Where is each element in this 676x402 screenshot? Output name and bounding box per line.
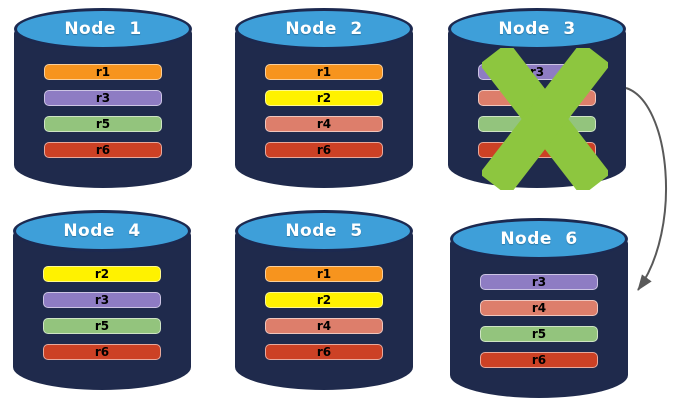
- replica-label: r4: [316, 319, 332, 333]
- replica-bar: r2: [265, 292, 383, 308]
- node-title: Node 6: [500, 229, 578, 249]
- replica-bar: r6: [43, 344, 161, 360]
- replica-label: r1: [316, 65, 332, 79]
- node-title: Node 3: [498, 19, 576, 39]
- replica-bar: r2: [265, 90, 383, 106]
- replica-label: r3: [95, 91, 111, 105]
- replica-label: r6: [316, 345, 332, 359]
- replica-bar: r1: [265, 64, 383, 80]
- cylinder-body: [14, 28, 192, 188]
- node-4-cylinder: Node 4 r2 r3 r5 r6: [13, 210, 191, 390]
- node-3-cylinder: Node 3 r3: [448, 8, 626, 190]
- replica-bar: r5: [44, 116, 162, 132]
- replica-list: r1 r2 r4 r6: [265, 64, 383, 168]
- replica-label: r6: [94, 345, 110, 359]
- failure-x-icon: [482, 48, 608, 190]
- replica-bar: r6: [265, 344, 383, 360]
- replica-bar: r6: [44, 142, 162, 158]
- cylinder-top: Node 4: [13, 210, 191, 252]
- replica-bar: r5: [43, 318, 161, 334]
- node-title: Node 5: [285, 221, 363, 241]
- replica-bar: r3: [44, 90, 162, 106]
- node-6-cylinder: Node 6 r3 r4 r5 r6: [450, 218, 628, 398]
- replica-bar: r6: [480, 352, 598, 368]
- replica-bar: r5: [480, 326, 598, 342]
- replica-bar: r4: [265, 116, 383, 132]
- replica-label: r6: [95, 143, 111, 157]
- node-title: Node 2: [285, 19, 363, 39]
- replica-label: r5: [95, 117, 111, 131]
- cylinder-body: [235, 28, 413, 188]
- node-1-cylinder: Node 1 r1 r3 r5 r6: [14, 8, 192, 188]
- replica-label: r1: [95, 65, 111, 79]
- cylinder-top: Node 3: [448, 8, 626, 50]
- replica-bar: r4: [265, 318, 383, 334]
- replica-list: r1 r2 r4 r6: [265, 266, 383, 370]
- cylinder-top: Node 6: [450, 218, 628, 260]
- replica-label: r4: [531, 301, 547, 315]
- replica-bar: r4: [480, 300, 598, 316]
- replica-label: r2: [316, 91, 332, 105]
- cylinder-body: [450, 238, 628, 398]
- replica-bar: r1: [44, 64, 162, 80]
- cylinder-top: Node 2: [235, 8, 413, 50]
- replica-bar: r6: [265, 142, 383, 158]
- replica-list: r3 r4 r5 r6: [480, 274, 598, 378]
- cylinder-body: [13, 230, 191, 390]
- node-title: Node 4: [63, 221, 141, 241]
- replica-bar: r1: [265, 266, 383, 282]
- replica-label: r5: [94, 319, 110, 333]
- replica-label: r6: [531, 353, 547, 367]
- cylinder-top: Node 1: [14, 8, 192, 50]
- replica-label: r3: [94, 293, 110, 307]
- replica-list: r2 r3 r5 r6: [43, 266, 161, 370]
- replica-label: r1: [316, 267, 332, 281]
- replica-list: r1 r3 r5 r6: [44, 64, 162, 168]
- replica-bar: r3: [43, 292, 161, 308]
- cylinder-body: [235, 230, 413, 390]
- replica-bar: r3: [480, 274, 598, 290]
- replica-label: r3: [531, 275, 547, 289]
- replica-bar: r2: [43, 266, 161, 282]
- replica-label: r6: [316, 143, 332, 157]
- replica-label: r5: [531, 327, 547, 341]
- replica-label: r4: [316, 117, 332, 131]
- node-2-cylinder: Node 2 r1 r2 r4 r6: [235, 8, 413, 188]
- node-title: Node 1: [64, 19, 142, 39]
- replica-label: r2: [94, 267, 110, 281]
- replica-label: r2: [316, 293, 332, 307]
- cylinder-top: Node 5: [235, 210, 413, 252]
- node-5-cylinder: Node 5 r1 r2 r4 r6: [235, 210, 413, 390]
